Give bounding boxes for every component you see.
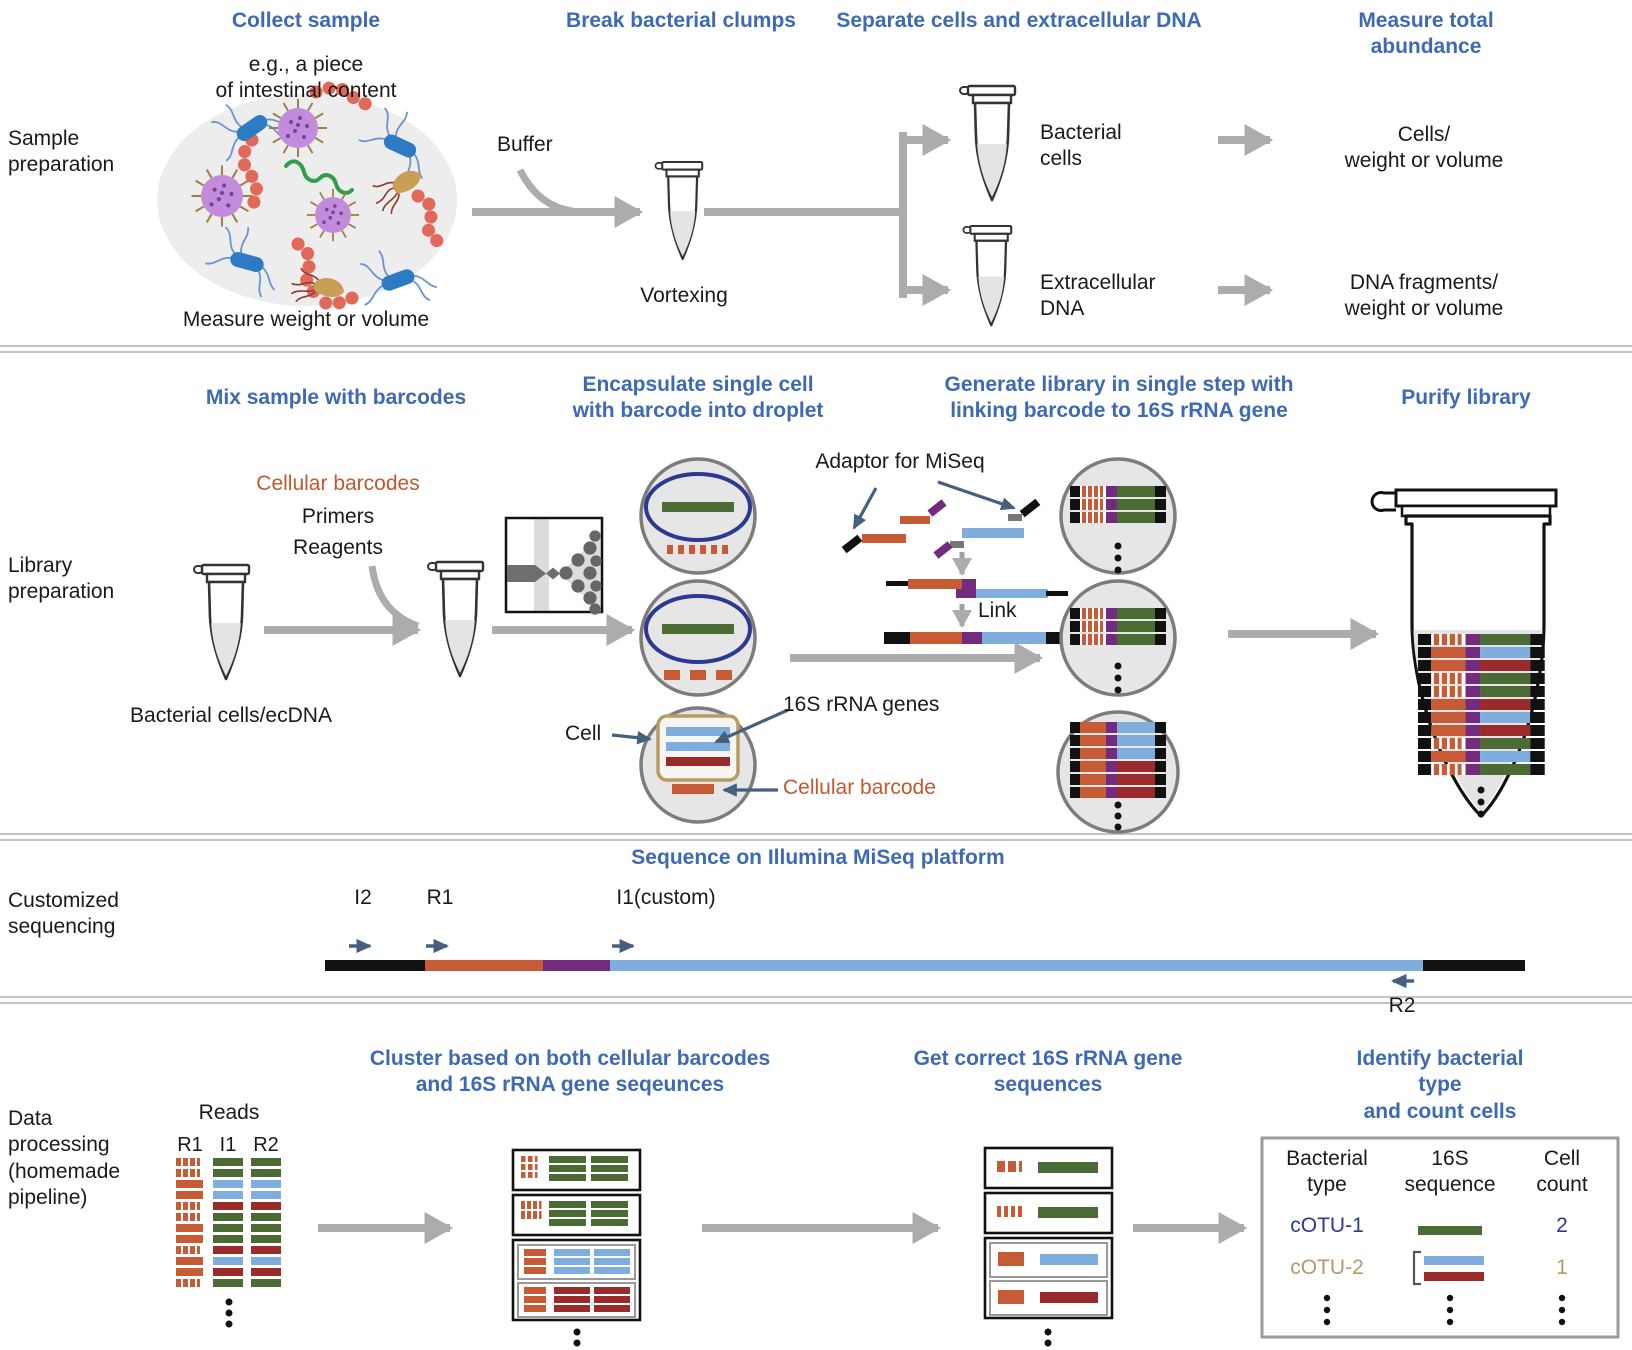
droplet-generator-icon	[504, 516, 604, 615]
dna-output-label: DNA fragments/ weight or volume	[1344, 271, 1504, 321]
cells-output-label: Cells/ weight or volume	[1344, 123, 1504, 173]
bacterial-cells-label: Bacterial cells	[1040, 121, 1122, 171]
link-label: Link	[978, 599, 1017, 622]
sample-tube-label: Bacterial cells/ecDNA	[130, 704, 332, 727]
ecdna-tube-icon	[962, 224, 1013, 327]
step-sequence-miseq: Sequence on Illumina MiSeq platform	[631, 846, 1005, 869]
droplet-with-released-barcodes	[639, 579, 757, 697]
droplet-with-cell	[639, 706, 757, 824]
step-break-clumps: Break bacterial clumps	[566, 9, 796, 32]
step-separate-cells: Separate cells and extracellular DNA	[836, 9, 1202, 32]
step-cluster: Cluster based on both cellular barcodes …	[369, 1047, 771, 1097]
i2-label: I2	[354, 886, 372, 909]
step-purify-library: Purify library	[1401, 386, 1531, 409]
adaptor-label: Adaptor for MiSeq	[815, 450, 985, 473]
library-droplet-3	[1056, 710, 1180, 834]
sample-note: e.g., a piece of intestinal content	[215, 53, 397, 103]
cell-annotation-arrows	[611, 708, 789, 797]
reads-label: Reads	[198, 1101, 260, 1124]
vortexing-label: Vortexing	[640, 284, 728, 307]
cellular-barcodes-label: Cellular barcodes	[256, 472, 420, 495]
vortex-tube-icon	[654, 160, 704, 261]
table-header-cell-count: Cell count	[1536, 1147, 1588, 1197]
step-measure-abundance: Measure total abundance	[1358, 9, 1494, 59]
table-row-cotu2-type: cOTU-2	[1290, 1256, 1364, 1279]
reads-r2-label: R2	[253, 1134, 279, 1156]
row-label-data-processing: Data processing (homemade pipeline)	[8, 1107, 121, 1210]
measure-note: Measure weight or volume	[182, 308, 430, 331]
row-label-sequencing: Customized sequencing	[8, 889, 119, 939]
r1-label: R1	[426, 886, 454, 909]
reagents-label: Reagents	[293, 536, 383, 559]
library-droplet-1	[1059, 457, 1177, 575]
i1-custom-label: I1(custom)	[616, 886, 716, 909]
cellular-barcode-label: Cellular barcode	[783, 776, 936, 799]
step-mix-barcodes: Mix sample with barcodes	[205, 386, 467, 409]
cluster-boxes	[511, 1148, 642, 1347]
bacterial-cells-tube-icon	[958, 84, 1017, 202]
table-header-bacterial-type: Bacterial type	[1286, 1147, 1368, 1197]
corrected-sequence-boxes	[983, 1146, 1114, 1347]
flow-arrows-library-prep	[264, 565, 1380, 674]
ecdna-label: Extracellular DNA	[1040, 271, 1156, 321]
step-identify: Identify bacterial type and count cells	[1356, 1047, 1524, 1123]
reads-columns	[176, 1158, 281, 1328]
row-label-sample-prep: Sample preparation	[8, 127, 115, 177]
table-row-cotu1-type: cOTU-1	[1290, 1214, 1364, 1237]
library-droplet-2	[1059, 579, 1177, 697]
dna-squiggle	[284, 159, 354, 195]
bracket-glyph	[1412, 1250, 1421, 1286]
sample-tube-icon	[192, 563, 251, 681]
reads-r1-label: R1	[177, 1134, 203, 1156]
section-divider	[0, 996, 1632, 1004]
sequence-read-bar	[325, 960, 1525, 971]
section-divider	[0, 833, 1632, 841]
purify-tube-icon	[1370, 488, 1558, 818]
step-get-correct: Get correct 16S rRNA gene sequences	[913, 1047, 1183, 1097]
step-collect-sample: Collect sample	[231, 9, 381, 32]
16s-genes-label: 16S rRNA genes	[783, 693, 940, 716]
cell-label: Cell	[565, 722, 602, 745]
step-generate-library: Generate library in single step with lin…	[944, 373, 1294, 423]
buffer-label: Buffer	[497, 133, 553, 156]
r2-label: R2	[1388, 994, 1416, 1017]
table-row-cotu2-count: 1	[1556, 1256, 1568, 1279]
row-label-library-prep: Library preparation	[8, 554, 115, 604]
droplet-with-barcode-bead	[639, 457, 757, 575]
mixed-tube-icon	[426, 560, 485, 678]
section-divider	[0, 345, 1632, 353]
table-row-cotu1-count: 2	[1556, 1214, 1568, 1237]
sample-ellipse-illustration	[157, 79, 457, 323]
result-table	[1260, 1136, 1620, 1339]
read-direction-arrows	[349, 938, 1414, 989]
flow-arrows-sample-prep	[472, 124, 1274, 306]
primers-label: Primers	[301, 505, 375, 528]
reads-i1-label: I1	[219, 1134, 237, 1156]
table-header-16s-sequence: 16S sequence	[1404, 1147, 1496, 1197]
step-encapsulate: Encapsulate single cell with barcode int…	[572, 373, 824, 423]
adaptor-link-diagram	[841, 480, 1072, 644]
